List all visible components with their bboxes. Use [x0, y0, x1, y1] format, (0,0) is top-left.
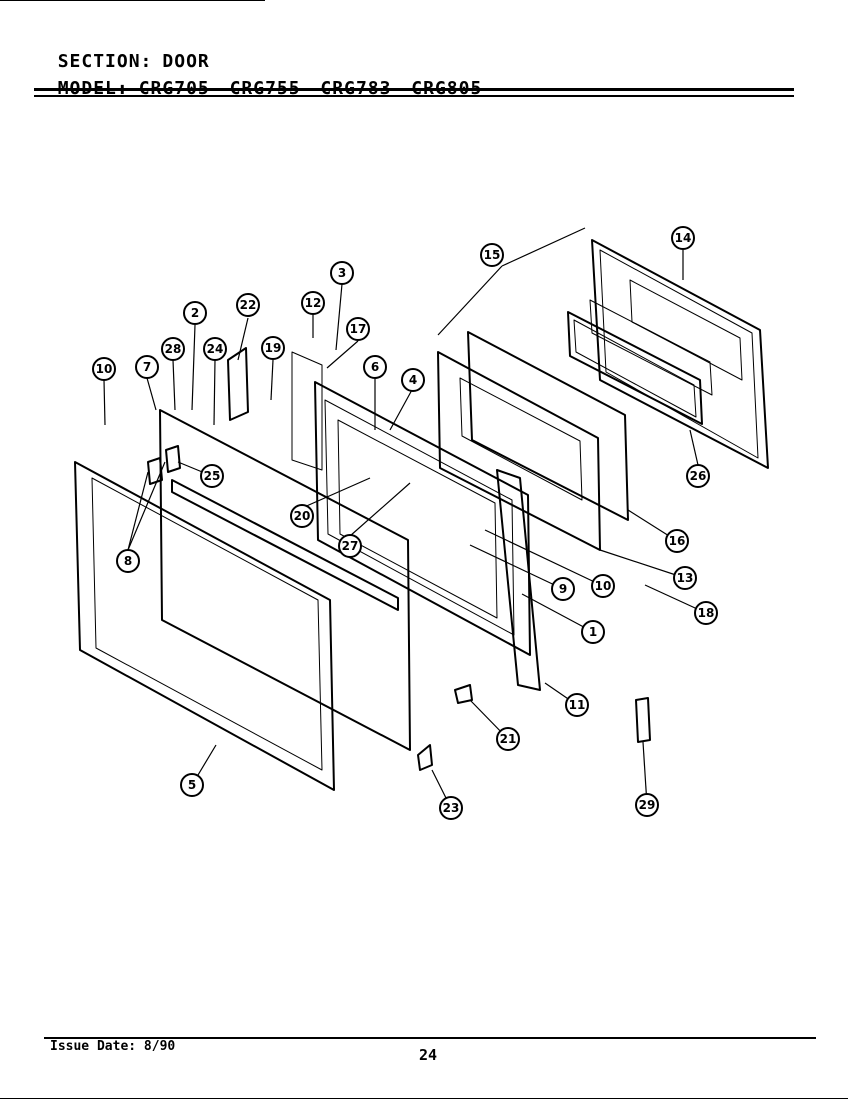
svg-text:14: 14: [675, 231, 692, 245]
svg-text:23: 23: [443, 801, 460, 815]
hinge-29: [635, 697, 651, 743]
svg-text:8: 8: [124, 554, 132, 568]
callout-10b: 10: [591, 574, 615, 598]
callout-20: 20: [290, 504, 314, 528]
outer-frame: [74, 461, 335, 791]
top-edge-line: [0, 0, 265, 1]
callout-22: 22: [236, 293, 260, 317]
callout-16: 16: [665, 529, 689, 553]
svg-text:18: 18: [698, 606, 715, 620]
callout-14: 14: [671, 226, 695, 250]
clip-25: [165, 445, 181, 473]
svg-text:24: 24: [207, 342, 224, 356]
svg-text:3: 3: [338, 266, 346, 280]
svg-text:29: 29: [639, 798, 656, 812]
svg-text:20: 20: [294, 509, 311, 523]
inner-glass-pack: [567, 299, 713, 425]
svg-text:1: 1: [589, 625, 597, 639]
callout-18: 18: [694, 601, 718, 625]
svg-text:7: 7: [143, 360, 151, 374]
clip-21: [454, 684, 473, 704]
svg-text:2: 2: [191, 306, 199, 320]
bottom-edge-line: [0, 1098, 848, 1099]
footer-rule: [44, 1037, 816, 1039]
callout-24: 24: [203, 337, 227, 361]
page-number: 24: [419, 1046, 438, 1064]
callout-7: 7: [135, 355, 159, 379]
svg-text:19: 19: [265, 341, 282, 355]
callout-15: 15: [480, 243, 504, 267]
svg-text:5: 5: [188, 778, 196, 792]
svg-text:17: 17: [350, 322, 367, 336]
bracket-23: [417, 744, 433, 771]
section-label: SECTION:: [57, 51, 153, 72]
svg-text:22: 22: [240, 298, 257, 312]
svg-text:12: 12: [305, 296, 322, 310]
clip-8: [147, 457, 163, 485]
door-panel: [159, 351, 411, 751]
callout-29: 29: [635, 793, 659, 817]
svg-text:21: 21: [500, 732, 517, 746]
header-rule-thin: [34, 95, 794, 97]
callout-11: 11: [565, 693, 589, 717]
callout-17: 17: [346, 317, 370, 341]
svg-text:9: 9: [559, 582, 567, 596]
callout-28: 28: [161, 337, 185, 361]
issue-date: Issue Date: 8/90: [50, 1039, 176, 1054]
callout-19: 19: [261, 336, 285, 360]
callout-2: 2: [183, 301, 207, 325]
callout-6: 6: [363, 355, 387, 379]
svg-text:6: 6: [371, 360, 379, 374]
svg-text:25: 25: [204, 469, 221, 483]
callout-9: 9: [551, 577, 575, 601]
svg-text:4: 4: [409, 373, 417, 387]
callout-25: 25: [200, 464, 224, 488]
callout-5: 5: [180, 773, 204, 797]
svg-text:10: 10: [96, 362, 113, 376]
svg-text:26: 26: [690, 469, 707, 483]
callout-27: 27: [338, 534, 362, 558]
section-value: DOOR: [162, 51, 210, 72]
top-rail: [171, 479, 399, 611]
svg-text:13: 13: [677, 571, 694, 585]
callout-13: 13: [673, 566, 697, 590]
door-inner-liner: [314, 381, 531, 656]
header-rule-thick: [34, 88, 794, 91]
svg-text:27: 27: [342, 539, 359, 553]
svg-text:11: 11: [569, 698, 586, 712]
svg-text:28: 28: [165, 342, 182, 356]
callout-23: 23: [439, 796, 463, 820]
callout-21: 21: [496, 727, 520, 751]
callout-10: 10: [92, 357, 116, 381]
callout-3: 3: [330, 261, 354, 285]
callout-12: 12: [301, 291, 325, 315]
side-channel: [496, 469, 541, 691]
outer-door-frame: [591, 239, 769, 469]
callout-4: 4: [401, 368, 425, 392]
callout-8: 8: [116, 549, 140, 573]
svg-text:16: 16: [669, 534, 686, 548]
svg-text:10: 10: [595, 579, 612, 593]
callout-26: 26: [686, 464, 710, 488]
section-line: SECTION: DOOR: [34, 30, 210, 72]
svg-text:15: 15: [484, 248, 501, 262]
callout-1: 1: [581, 620, 605, 644]
